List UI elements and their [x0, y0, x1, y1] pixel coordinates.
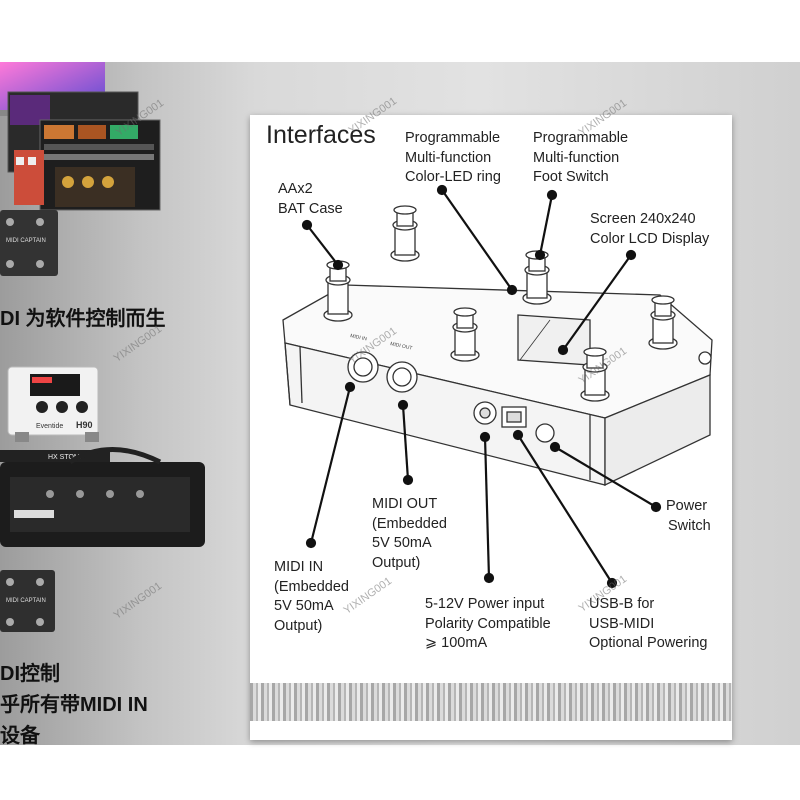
bottom-margin [0, 745, 800, 800]
front-ports [347, 351, 712, 443]
power-switch [535, 423, 555, 443]
foot-switch-1 [323, 260, 353, 322]
line-power-input [483, 436, 491, 579]
side-screw [698, 351, 712, 365]
foot-switches [323, 205, 678, 402]
foot-switch-4 [648, 295, 678, 350]
device-drawing: MIDI IN MIDI OUT [282, 184, 713, 589]
top-margin [0, 0, 800, 62]
eventide-model: H90 [76, 420, 93, 430]
leader-lines [301, 184, 662, 589]
line-midi-out [401, 404, 410, 481]
line-bat-case [306, 224, 339, 266]
hx-stomp-amp-image: HX STOMP [0, 447, 205, 547]
midi-captain-image: MIDI CAPTAIN [0, 210, 58, 276]
blurred-footer-strip [250, 683, 732, 721]
eventide-brand: Eventide [36, 423, 63, 430]
line-foot-switch [538, 194, 554, 256]
left-text-line1: DI 为软件控制而生 [0, 308, 166, 330]
midi-captain-small-label: MIDI CAPTAIN [6, 598, 46, 604]
daw-screens-image [7, 91, 161, 211]
midi-in-port [347, 351, 379, 383]
line-screen [562, 254, 632, 351]
midi-captain-label: MIDI CAPTAIN [6, 238, 46, 244]
line-usb [517, 434, 613, 584]
line-midi-in [309, 386, 352, 544]
left-text-line2: DI控制 [0, 663, 60, 685]
interfaces-diagram-card: Interfaces [250, 115, 732, 740]
foot-switch-6 [580, 347, 610, 402]
line-power-switch [554, 446, 657, 508]
midi-out-port [386, 361, 418, 393]
hx-stomp-label: HX STOMP [48, 454, 85, 461]
left-product-images: MIDI CAPTAIN Eventide H90 HX STOMP MID [0, 62, 205, 632]
midi-out-mark: MIDI OUT [390, 341, 413, 352]
left-product-column: MIDI CAPTAIN Eventide H90 HX STOMP MID [0, 62, 235, 747]
foot-switch-2 [390, 205, 420, 262]
left-text-line4: 设备 [0, 725, 40, 747]
diagram-title: Interfaces [266, 121, 376, 149]
midi-in-mark: MIDI IN [350, 333, 368, 342]
eventide-h90-image: Eventide H90 [7, 366, 99, 442]
left-text-line3: 乎所有带MIDI IN [0, 694, 148, 716]
foot-switch-5 [450, 307, 480, 362]
line-led-ring [441, 189, 513, 291]
midi-captain-small-image: MIDI CAPTAIN [0, 570, 55, 632]
